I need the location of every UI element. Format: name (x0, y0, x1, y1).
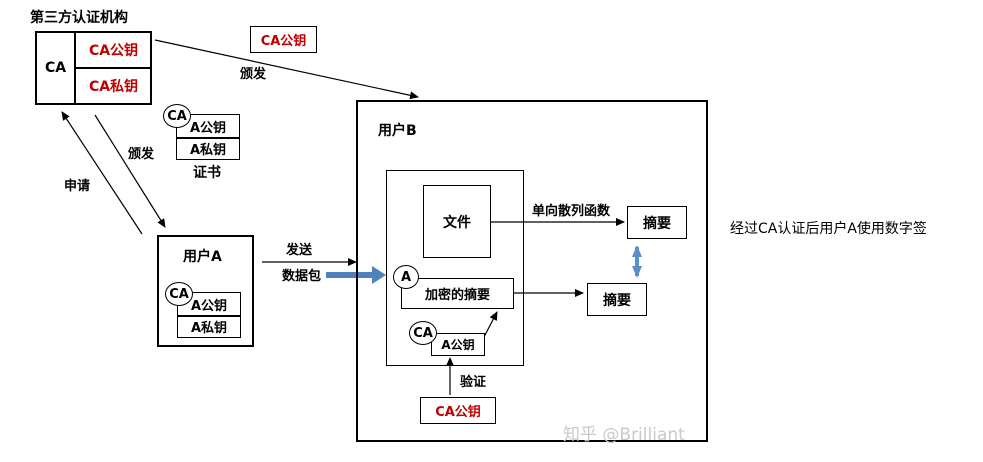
cert-private-key: A私钥 (189, 143, 227, 158)
issue-ca-key-arrow (154, 39, 419, 100)
ca-block: CA CA公钥 CA私钥 (35, 31, 152, 105)
cert-public-key: A公钥 (189, 120, 227, 136)
encrypted-digest-badge: A (393, 265, 419, 289)
ca-label: CA (44, 60, 67, 76)
packet-arrowhead (372, 266, 386, 284)
send-label: 发送 (286, 243, 313, 258)
right-caption: 经过CA认证后用户A使用数字签 (730, 221, 927, 237)
verify-label: 验证 (460, 375, 487, 390)
issue-cert-arrow (94, 114, 166, 228)
user-a-box: 用户A A公钥 A私钥 CA (157, 235, 254, 347)
watermark: 知乎 @Brilliant (563, 425, 685, 445)
ca-private-key: CA私钥 (88, 79, 139, 95)
file-box: 文件 (423, 185, 491, 258)
verify-ca-public-key: CA公钥 (420, 397, 496, 424)
user-b-box: 用户B (356, 100, 708, 442)
user-a-ca-badge: CA (165, 282, 193, 306)
user-a-private-key: A私钥 (190, 321, 228, 336)
ca-block-title: 第三方认证机构 (30, 10, 128, 26)
packet-label: 数据包 (282, 269, 322, 284)
encrypted-digest-box: 加密的摘要 (401, 278, 514, 309)
issued-ca-public-key: CA公钥 (250, 26, 317, 53)
cert-ca-badge: CA (163, 104, 191, 128)
user-b-cert-public-key: A公钥 (431, 333, 485, 356)
digest-box-bottom: 摘要 (587, 283, 647, 316)
user-a-cert: A公钥 A私钥 (177, 292, 241, 338)
issue-label-top: 颁发 (240, 67, 267, 82)
apply-label: 申请 (64, 179, 91, 194)
certificate-caption: 证书 (193, 165, 221, 181)
ca-public-key: CA公钥 (88, 43, 139, 59)
user-a-cert-divider (178, 315, 240, 317)
apply-arrow (61, 111, 143, 235)
user-b-title: 用户B (378, 123, 417, 139)
received-packet-box (386, 170, 524, 366)
user-b-cert-ca-badge: CA (409, 321, 437, 345)
issue-label-mid: 颁发 (128, 147, 155, 162)
hash-function-label: 单向散列函数 (532, 204, 611, 219)
cert-divider (177, 137, 239, 139)
user-a-public-key: A公钥 (190, 298, 228, 314)
user-a-title: 用户A (183, 249, 222, 265)
ca-block-divider-h (74, 67, 152, 69)
digest-box-top: 摘要 (627, 206, 687, 239)
cert-to-digest-arrow (483, 311, 498, 338)
